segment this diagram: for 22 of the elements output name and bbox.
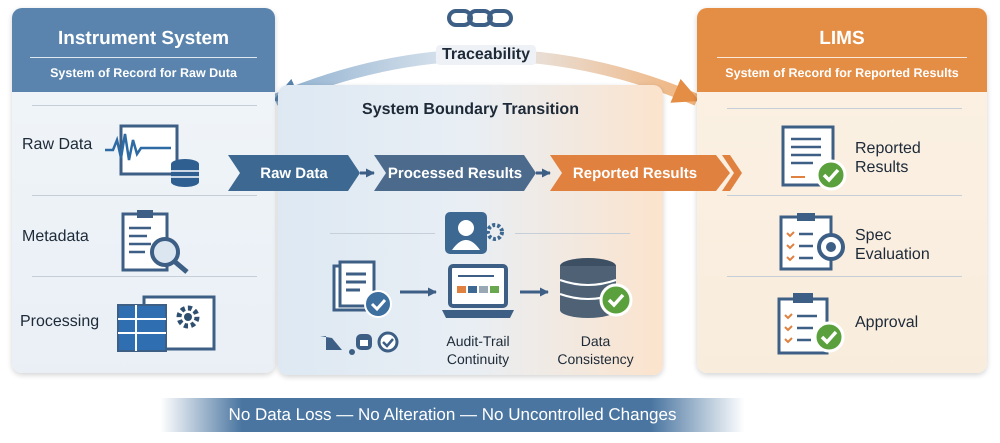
arrow <box>360 168 375 178</box>
process-step-banner: Raw Data <box>228 155 360 191</box>
arrow <box>536 168 551 178</box>
item-label: Metadata <box>22 222 106 252</box>
item-label: Spec Evaluation <box>855 222 965 268</box>
item-label: Raw Data <box>22 130 102 160</box>
system-panel <box>697 8 987 373</box>
edge-label: Traceability <box>436 45 536 65</box>
principle-banner: No Data Loss — No Alteration — No Uncontrolled Changes <box>160 398 745 432</box>
boundary-title: System Boundary Transition <box>361 101 580 119</box>
step-label: Audit-Trail Continuity <box>445 332 511 368</box>
panel-subtitle: System of Record for Raw Duta <box>50 66 237 80</box>
arrow <box>520 288 549 296</box>
panel-subtitle: System of Record for Reported Results <box>725 66 959 80</box>
item-label: Processing <box>20 307 112 337</box>
panel-title: Instrument System <box>30 28 257 58</box>
process-step-banner: Processed Results <box>374 155 536 191</box>
panel-title: LIMS <box>717 28 967 58</box>
item-label: Reported Results <box>855 135 965 181</box>
step-label: Data Consistency <box>556 332 635 368</box>
arrow <box>400 288 437 296</box>
item-label: Approval <box>855 308 965 338</box>
